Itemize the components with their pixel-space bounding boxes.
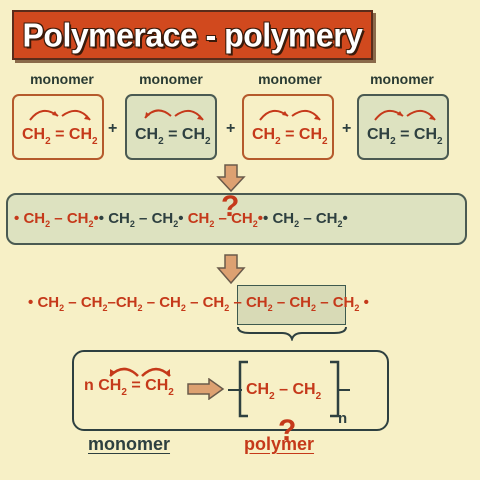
down-arrow-icon — [216, 254, 246, 284]
monomer-box-1: CH2 = CH2 — [12, 94, 104, 160]
monomer-box-4: CH2 = CH2 — [357, 94, 449, 160]
title-banner: Polymerace - polymery — [12, 10, 373, 60]
polymer-repeat-formula: CH2 – CH2 — [246, 381, 322, 403]
monomer-formula-1: CH2 = CH2 — [22, 126, 98, 148]
radical-chain: • CH2 – CH2•• CH2 – CH2• CH2 – CH2•• CH2… — [14, 210, 348, 229]
monomer-label-2: monomer — [139, 71, 203, 87]
polymer-chain: • CH2 – CH2–CH2 – CH2 – CH2 – CH2 – CH2 … — [28, 294, 369, 313]
plus-sign-2: + — [226, 120, 236, 137]
bond-arrows-icon — [374, 109, 436, 121]
down-arrow-icon — [216, 164, 246, 192]
bond-arrows-icon — [259, 109, 321, 121]
right-arrow-icon — [187, 378, 225, 400]
monomer-box-2: CH2 = CH2 — [125, 94, 217, 160]
monomer-formula-n: n CH2 = CH2 — [84, 377, 174, 399]
monomer-formula-2: CH2 = CH2 — [135, 126, 211, 148]
question-mark-2: ? — [278, 414, 297, 447]
polymer-footer-label: polymer — [244, 434, 315, 454]
page-title: Polymerace - polymery — [22, 15, 363, 54]
plus-sign-1: + — [108, 120, 118, 137]
monomer-label-4: monomer — [370, 71, 434, 87]
monomer-formula-4: CH2 = CH2 — [367, 126, 443, 148]
monomer-footer-label: monomer — [88, 434, 171, 454]
curly-brace-icon — [237, 326, 347, 341]
repeat-unit-highlight — [237, 285, 346, 325]
bond-arrows-icon — [144, 109, 204, 121]
bond-arrows-icon — [29, 109, 91, 121]
question-mark-1: ? — [221, 190, 240, 223]
plus-sign-3: + — [342, 120, 352, 137]
repeat-count-n: n — [338, 410, 348, 427]
repeat-unit-brackets — [228, 360, 350, 418]
bond-arrows-icon — [109, 367, 171, 377]
monomer-formula-3: CH2 = CH2 — [252, 126, 328, 148]
monomer-box-3: CH2 = CH2 — [242, 94, 334, 160]
monomer-label-1: monomer — [30, 71, 94, 87]
radical-chain-box — [6, 193, 467, 245]
monomer-label-3: monomer — [258, 71, 322, 87]
